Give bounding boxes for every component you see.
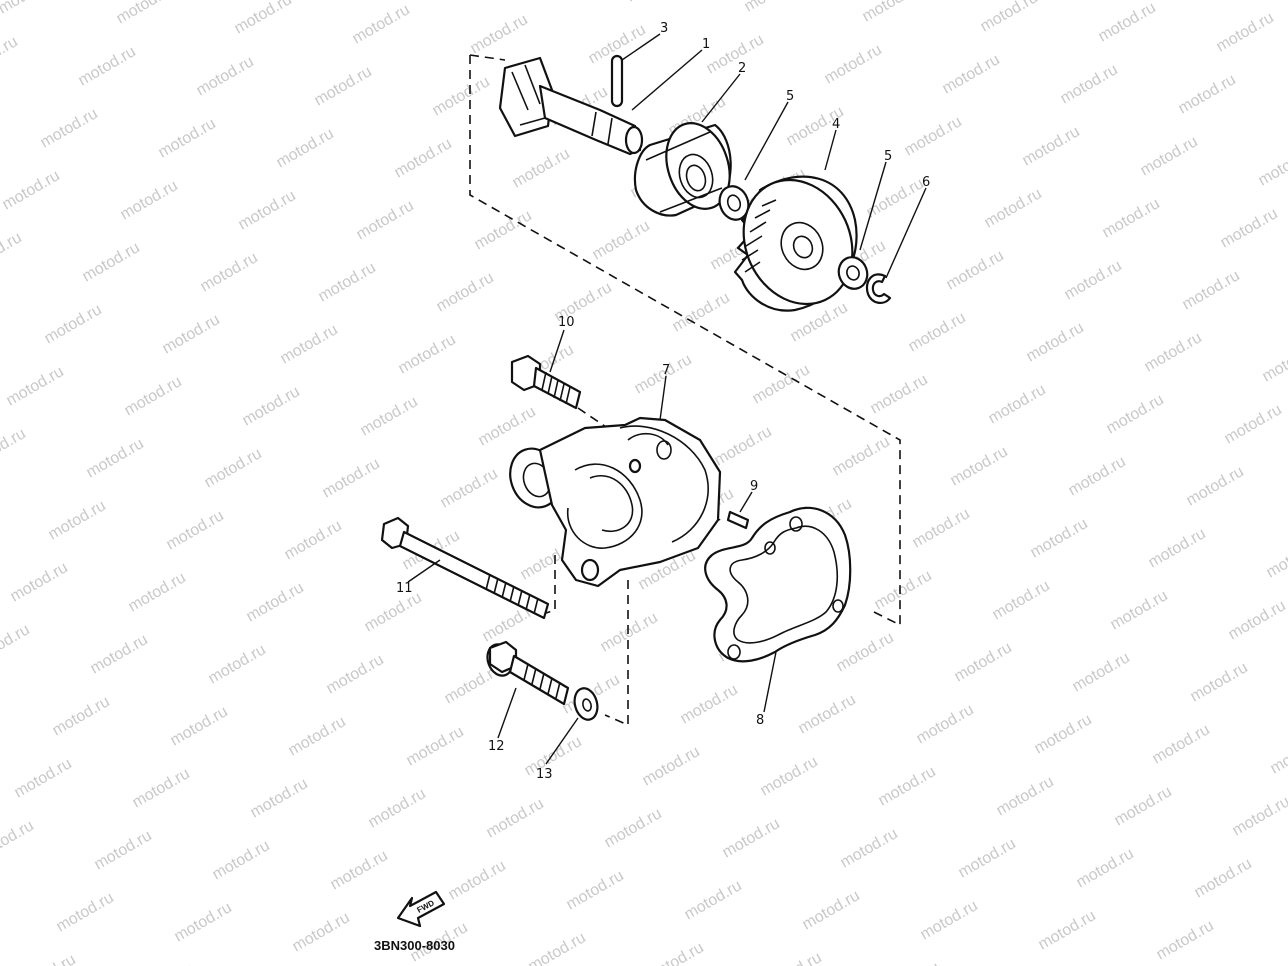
circlip (865, 273, 892, 304)
pump-housing (509, 416, 722, 588)
callout-9: 9 (750, 479, 758, 494)
fwd-arrow-icon: FWD (396, 890, 446, 928)
washer-small (573, 687, 599, 721)
callout-5-b: 5 (884, 149, 892, 164)
bolt-flange (486, 640, 570, 706)
gasket (704, 506, 852, 663)
callout-6: 6 (922, 175, 930, 190)
callout-11: 11 (396, 581, 413, 596)
pin (610, 54, 624, 108)
impeller-gear (733, 175, 858, 312)
callout-5-a: 5 (786, 89, 794, 104)
washer-b (837, 256, 869, 290)
part-code: 3BN300-8030 (374, 938, 455, 953)
leader-lines (407, 33, 927, 765)
callout-8: 8 (756, 713, 764, 728)
impeller-shaft (498, 56, 644, 156)
dowel-pin (726, 510, 750, 530)
callout-1: 1 (702, 37, 710, 52)
bolt-short (510, 354, 582, 410)
bearing (633, 122, 732, 217)
callout-7: 7 (662, 363, 670, 378)
callout-12: 12 (488, 739, 505, 754)
washer-a (718, 185, 750, 221)
callout-2: 2 (738, 61, 746, 76)
callout-4: 4 (832, 117, 840, 132)
callout-10: 10 (558, 315, 575, 330)
callout-labels: 3 1 2 5 4 5 6 10 7 9 11 12 13 8 (396, 21, 930, 782)
callout-3: 3 (660, 21, 668, 36)
bolt-long (380, 516, 550, 620)
callout-13: 13 (536, 767, 553, 782)
